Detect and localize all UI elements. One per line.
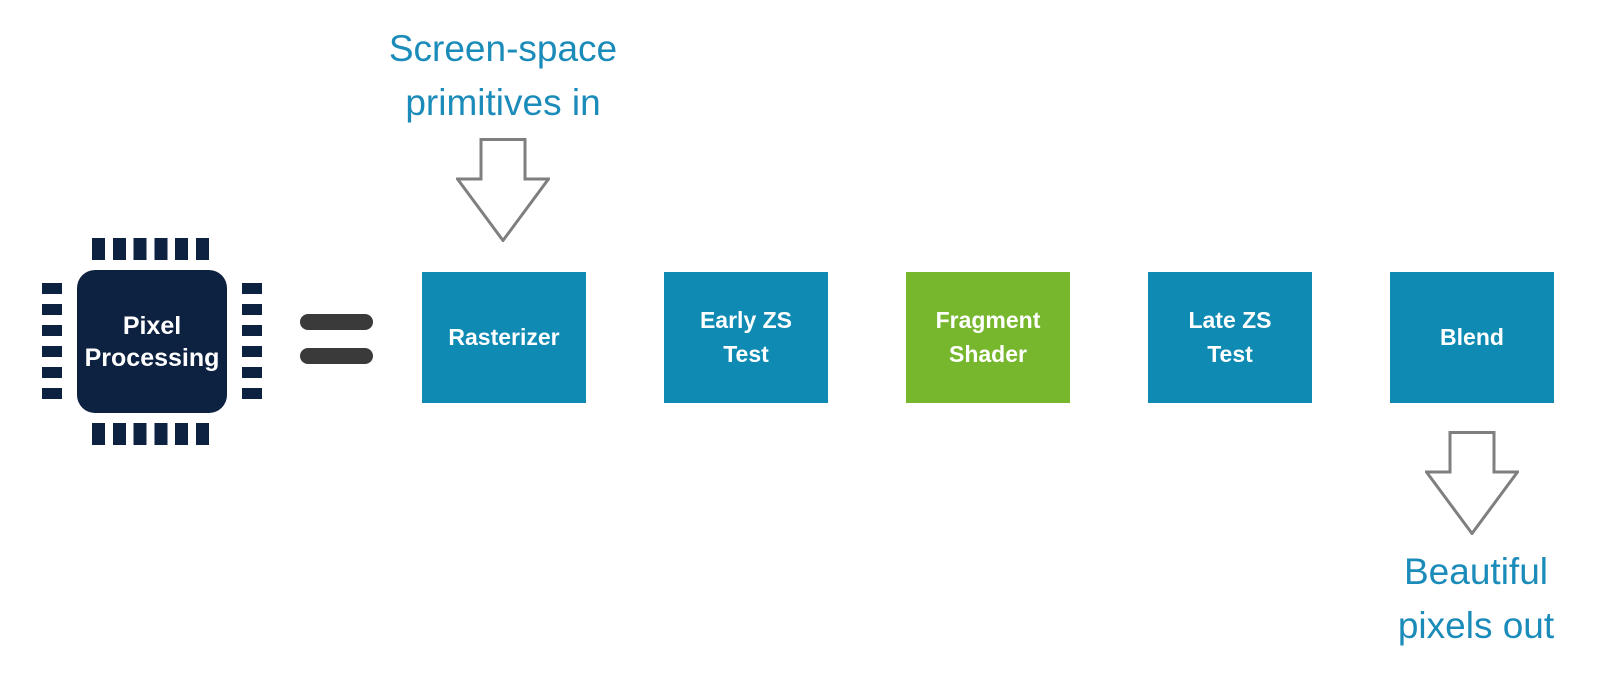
down-arrow-in-icon bbox=[456, 138, 550, 242]
stage-rasterizer: Rasterizer bbox=[422, 272, 586, 403]
down-arrow-out-icon bbox=[1425, 431, 1519, 535]
output-annotation: Beautiful pixels out bbox=[1397, 551, 1555, 646]
equals-bar-bottom bbox=[300, 348, 373, 364]
chip-pins-bottom bbox=[92, 423, 209, 445]
stage-blend: Blend bbox=[1390, 272, 1554, 403]
equals-bar-top bbox=[300, 314, 373, 330]
stage-early-zs-test: Early ZS Test bbox=[664, 272, 828, 403]
chip-pins-right bbox=[242, 283, 262, 399]
equals-icon bbox=[300, 314, 374, 365]
input-annotation: Screen-space primitives in bbox=[388, 28, 618, 123]
chip-pins-top bbox=[92, 238, 209, 260]
stage-fragment-shader: Fragment Shader bbox=[906, 272, 1070, 403]
processor-chip-icon: Pixel Processing bbox=[42, 238, 262, 445]
stage-late-zs-test: Late ZS Test bbox=[1148, 272, 1312, 403]
chip-pins-left bbox=[42, 283, 62, 399]
chip-label: Pixel Processing bbox=[77, 270, 227, 413]
